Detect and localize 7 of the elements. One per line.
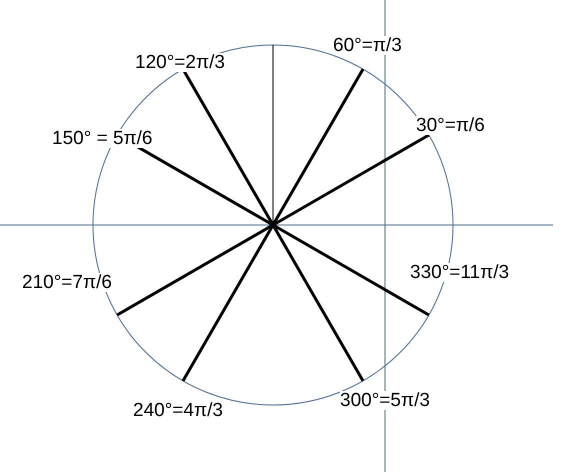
angle-label: 60°=π/3 <box>333 36 402 55</box>
angle-label: 150° = 5π/6 <box>52 129 152 148</box>
angle-label: 300°=5π/3 <box>340 391 430 410</box>
angle-label: 210°=7π/6 <box>22 273 112 292</box>
angle-label: 30°=π/6 <box>416 116 485 135</box>
angle-label: 330°=11π/3 <box>410 263 510 282</box>
angle-label: 120°=2π/3 <box>135 53 225 72</box>
